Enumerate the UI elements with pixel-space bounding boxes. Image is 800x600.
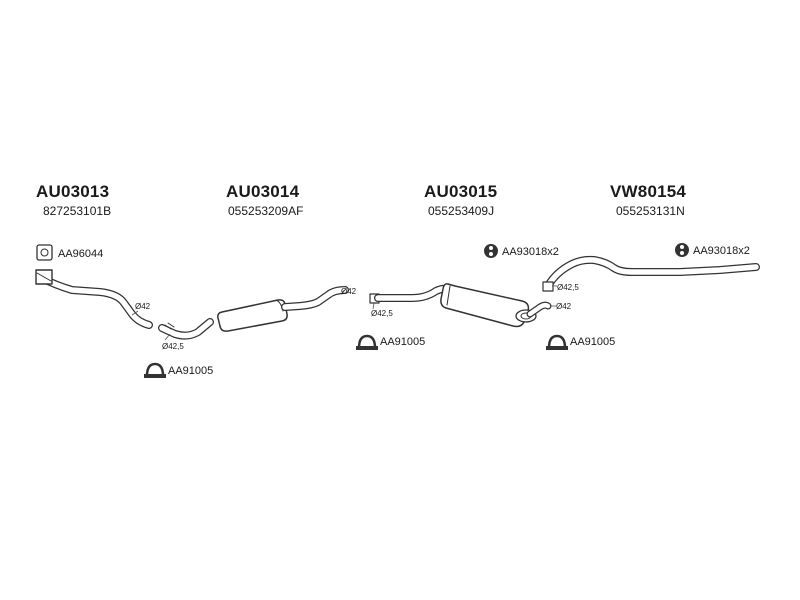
rubber-hanger-icon [484,244,498,258]
rubber-hanger-icon [675,243,689,257]
rear-muffler-au03015 [369,283,552,328]
clamp-part-label: AA91005 [380,336,426,348]
diameter-label: Ø42,5 [371,309,393,318]
diameter-label: Ø42,5 [162,342,184,351]
clamp-icon [356,334,378,350]
hanger-part-label: AA93018x2 [502,246,559,258]
diameter-label: Ø42 [556,302,572,311]
section-code: VW80154 [610,182,687,201]
clamp-icon [546,334,568,350]
section-code: AU03015 [424,182,498,201]
section-code: AU03014 [226,182,300,201]
oem-number: 827253101B [43,204,112,218]
oem-number: 055253209AF [228,204,304,218]
diameter-label: Ø42 [341,287,357,296]
diameter-label: Ø42 [135,302,151,311]
section-code: AU03013 [36,182,110,201]
diameter-label: Ø42,5 [557,283,579,292]
clamp-part-label: AA91005 [168,365,214,377]
oem-number: 055253409J [428,204,495,218]
clamp-icon [144,362,166,378]
tail-pipe-vw80154 [542,255,760,292]
gasket-part-label: AA96044 [58,248,104,260]
gasket-icon [36,244,53,261]
middle-muffler-au03014 [158,286,349,340]
front-pipe-au03013 [35,269,153,329]
oem-number: 055253131N [616,204,685,218]
clamp-part-label: AA91005 [570,336,616,348]
hanger-part-label: AA93018x2 [693,245,750,257]
